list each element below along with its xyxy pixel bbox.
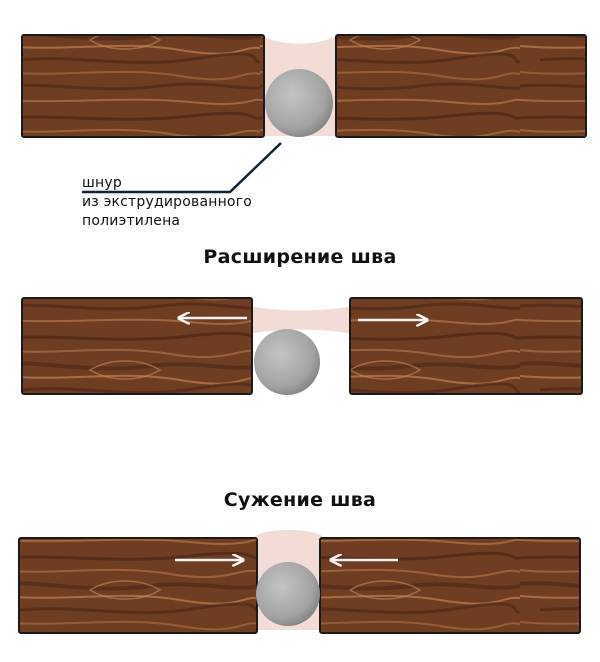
backer-rod-cord: [254, 329, 320, 395]
callout-label-line-1: шнур: [82, 175, 122, 191]
callout-label-line-2: из экструдированного: [82, 194, 253, 210]
wood-board-right: [335, 34, 587, 138]
wood-board-right: [319, 537, 581, 634]
joint-expansion: [21, 297, 583, 395]
wood-board-left: [18, 537, 258, 634]
callout-leader-line: [82, 142, 282, 194]
joint-contraction: [18, 530, 581, 634]
backer-rod-cord: [265, 69, 333, 137]
wood-board-left: [21, 297, 253, 395]
heading-expansion: Расширение шва: [203, 246, 397, 268]
joint-neutral: [21, 34, 587, 138]
callout-label-line-3: полиэтилена: [82, 213, 181, 229]
heading-contraction: Сужение шва: [223, 489, 377, 511]
backer-rod-cord: [256, 562, 320, 626]
wood-board-left: [21, 34, 265, 138]
sealant-stretched: [250, 306, 352, 334]
wood-board-right: [349, 297, 583, 395]
